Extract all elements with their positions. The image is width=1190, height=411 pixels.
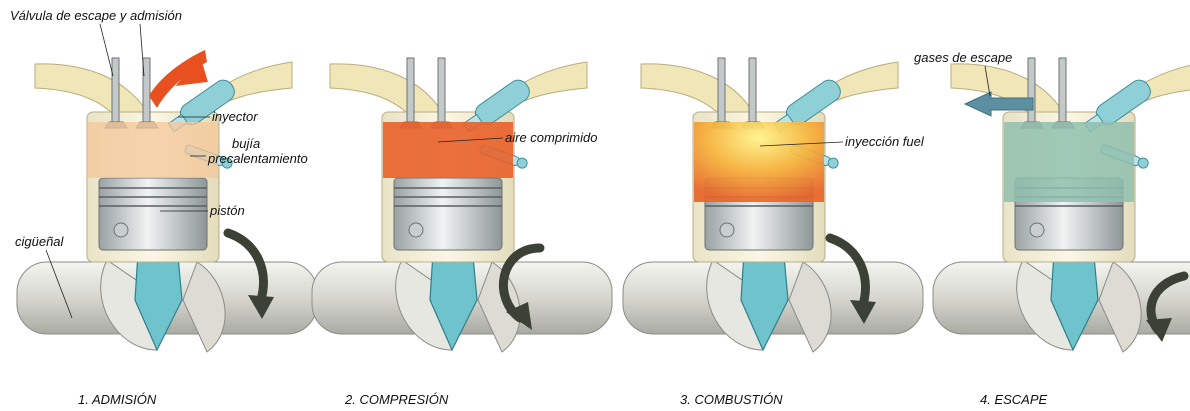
caption-stage-1: 1. ADMISIÓN xyxy=(78,392,157,407)
label-precalentamiento: precalentamiento xyxy=(207,151,308,166)
label-gases-escape: gases de escape xyxy=(914,50,1012,65)
caption-stage-3: 3. COMBUSTIÓN xyxy=(680,392,783,407)
caption-stage-4: 4. ESCAPE xyxy=(980,392,1048,407)
chamber-fill-2 xyxy=(383,122,513,178)
chamber-fill-3 xyxy=(694,122,824,202)
label-bujia: bujía xyxy=(232,136,260,151)
caption-stage-2: 2. COMPRESIÓN xyxy=(344,392,449,407)
engine-illustration-1 xyxy=(17,58,317,352)
engine-illustration-3 xyxy=(623,58,923,352)
stage-compresion xyxy=(312,58,612,352)
label-valvula: Válvula de escape y admisión xyxy=(10,8,182,23)
label-inyeccion-fuel: inyección fuel xyxy=(845,134,925,149)
label-piston: pistón xyxy=(209,203,245,218)
label-aire-comprimido: aire comprimido xyxy=(505,130,597,145)
engine-illustration-2 xyxy=(312,58,612,352)
label-inyector: inyector xyxy=(212,109,258,124)
stage-admision xyxy=(17,50,317,352)
label-ciguenal: cigüeñal xyxy=(15,234,65,249)
chamber-fill-1 xyxy=(88,122,218,178)
chamber-fill-4 xyxy=(1004,122,1134,202)
stage-combustion xyxy=(623,58,923,352)
